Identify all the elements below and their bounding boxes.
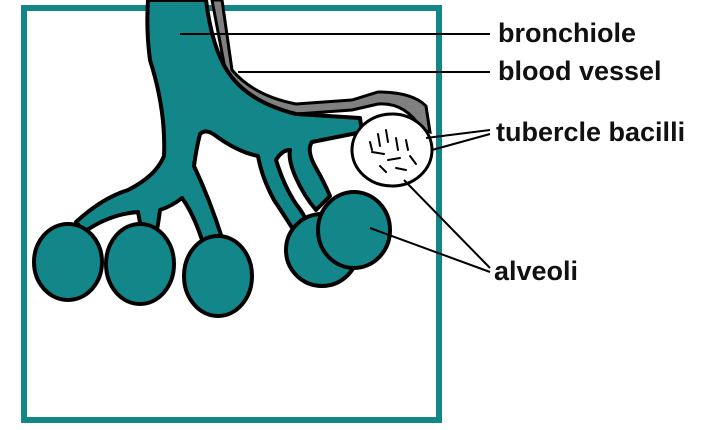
- tubercle-bacilli-label: tubercle bacilli: [496, 119, 685, 146]
- alveolus: [184, 236, 252, 316]
- blood-vessel-label: blood vessel: [498, 58, 662, 85]
- alveolus: [34, 224, 102, 300]
- alveoli-label: alveoli: [494, 258, 578, 285]
- alveolus: [318, 192, 390, 268]
- bronchiole-label: bronchiole: [498, 20, 636, 47]
- alveolus: [106, 224, 174, 304]
- infected-alveolus: [352, 114, 432, 186]
- alveoli-pointer-upper: [404, 180, 490, 268]
